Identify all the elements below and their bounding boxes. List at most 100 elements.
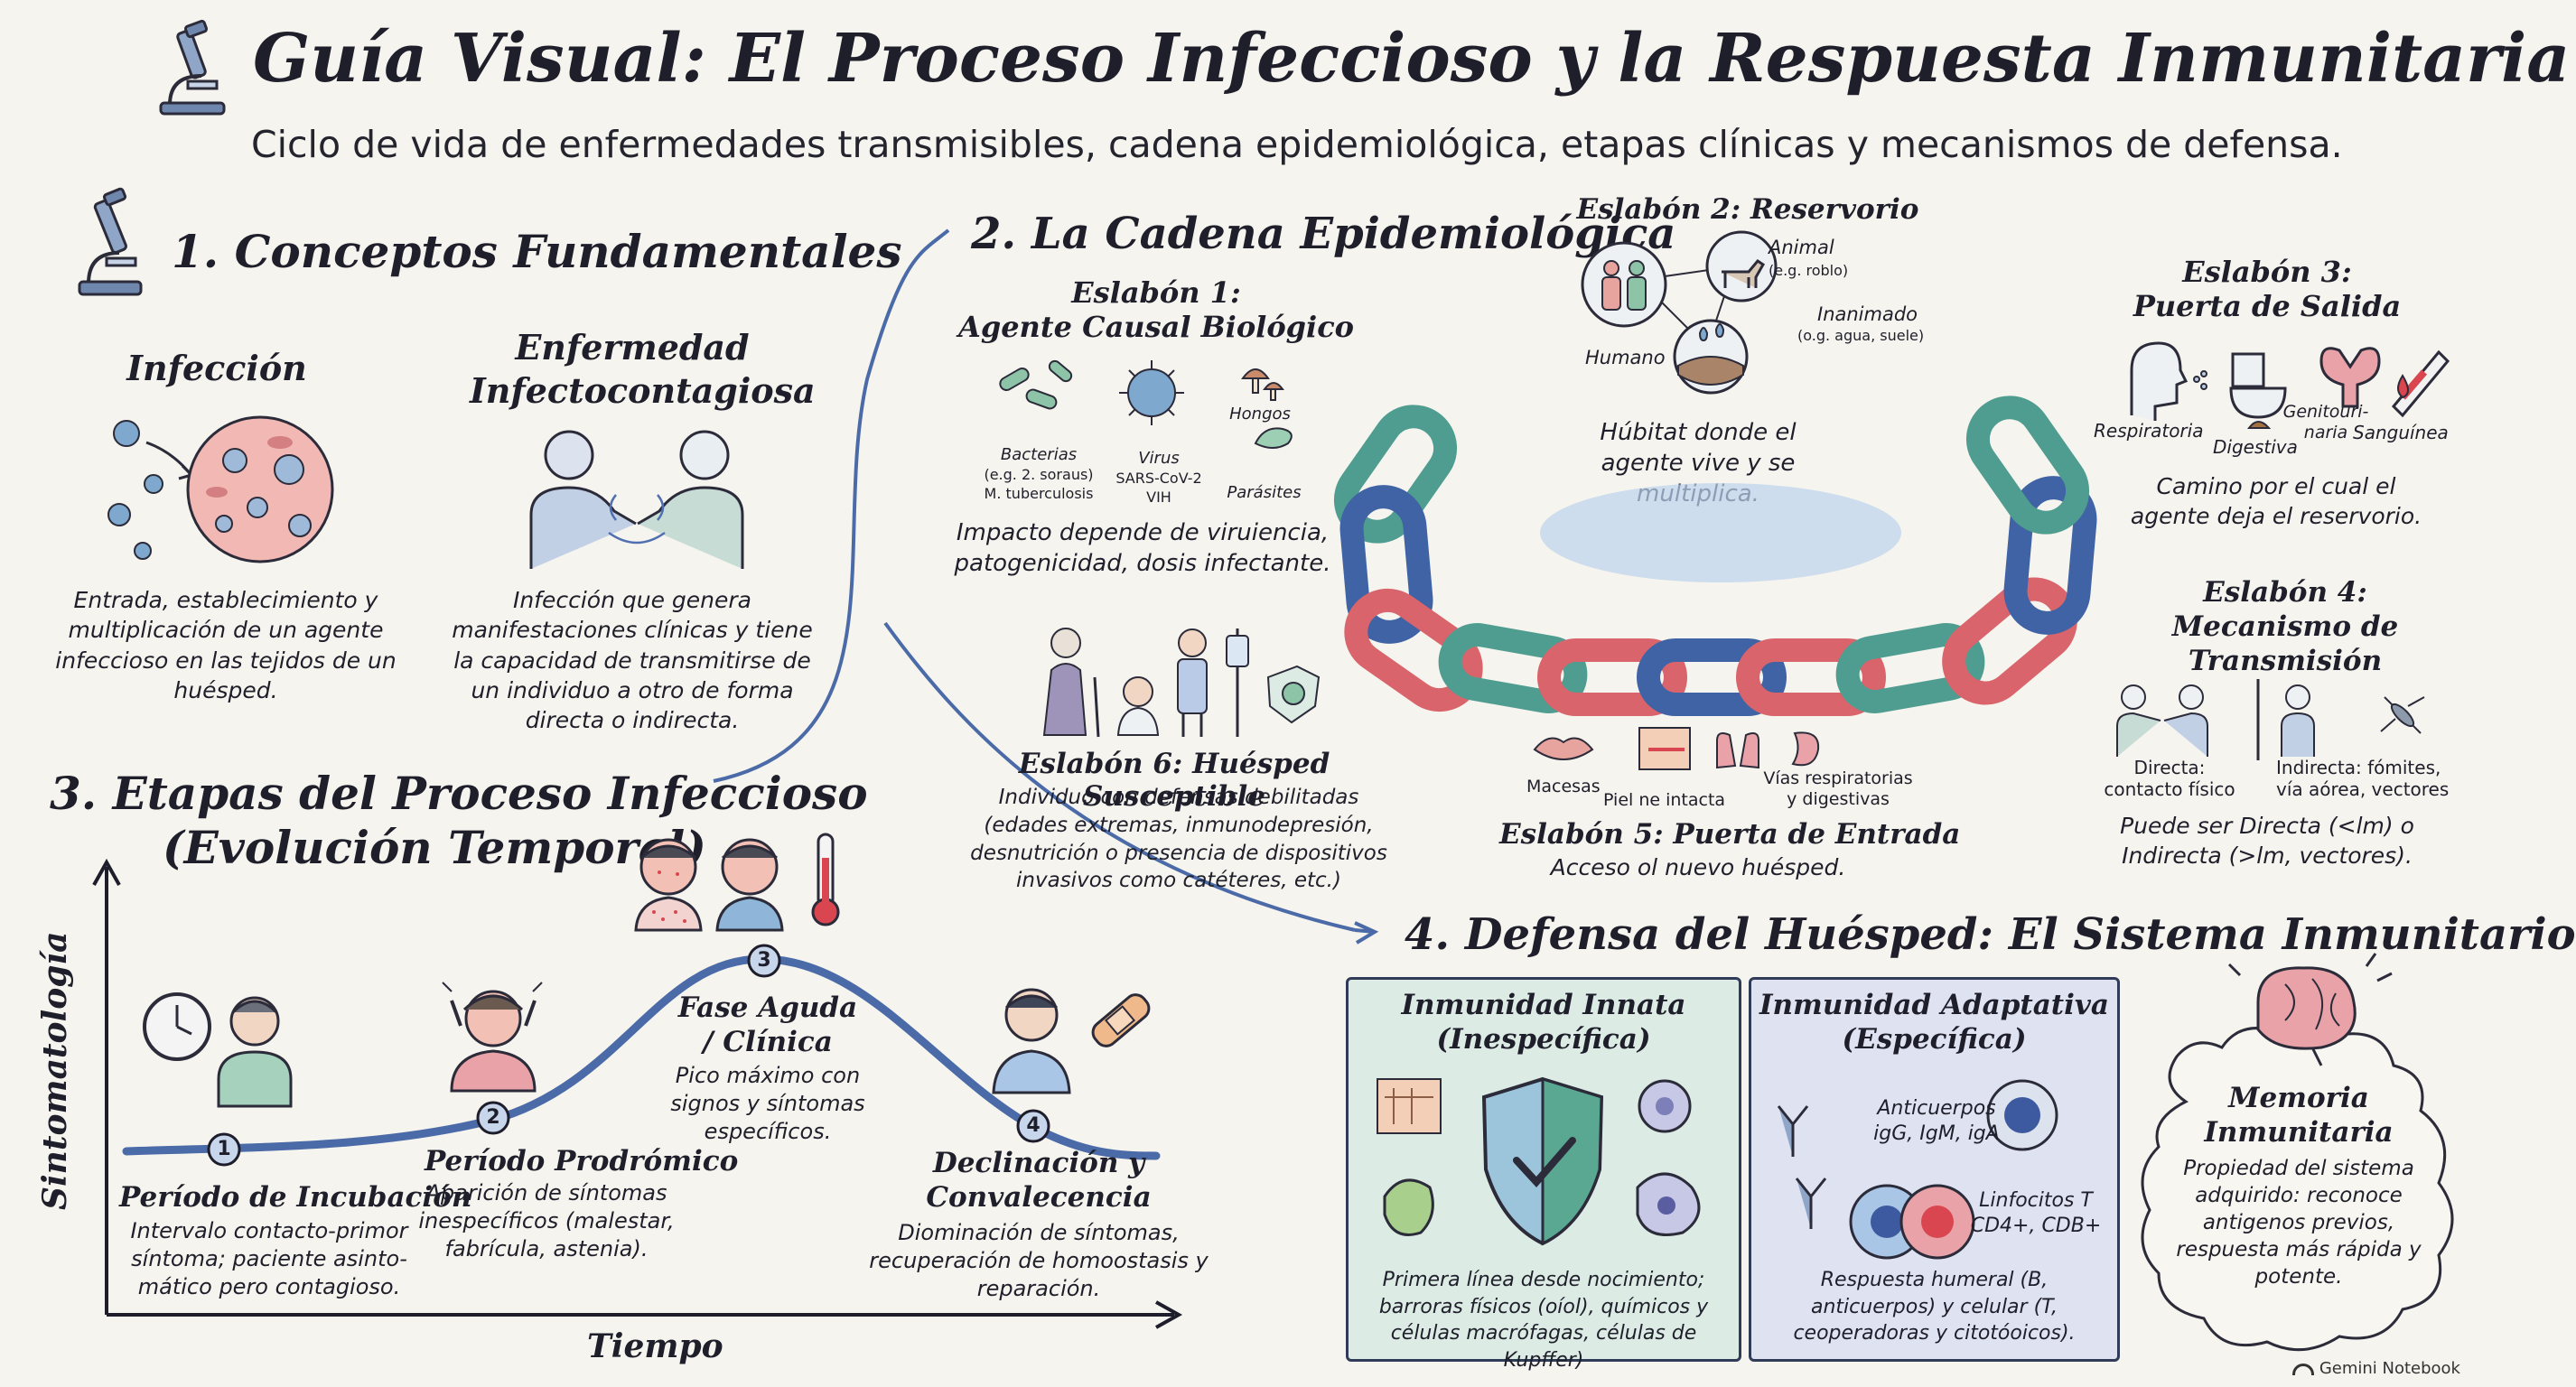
susceptible-hosts-illustration (1042, 628, 1321, 738)
stage4-number: 4 (1026, 1114, 1041, 1137)
credit-label: Gemini Notebook (2291, 1359, 2460, 1378)
pathogens-illustration (999, 359, 1293, 449)
link4-title-line1: Eslabón 4: (2203, 576, 2367, 609)
inanimado-example: (o.g. agua, suele) (1797, 327, 1925, 344)
link4-desc: Puede ser Directa (<lm) o Indirecta (>lm… (2120, 813, 2414, 869)
stage3-title-line2: / Clínica (703, 1026, 833, 1058)
infeccion-title: Infección (126, 348, 307, 388)
adaptive-title-line2: (Específica) (1842, 1023, 2027, 1056)
parasitos-label: Parásites (1227, 483, 1302, 502)
page-subtitle: Ciclo de vida de enfermedades transmisib… (251, 123, 2343, 166)
recovery-bandage-person-illustration (992, 988, 1151, 1094)
link6-desc: Individuo con defensas debilitadas (edad… (970, 786, 1387, 893)
stage1-desc: Intervalo contacto-primor síntoma; pacie… (130, 1218, 408, 1300)
section3-title-line2: (Evolución Temporal) (163, 821, 706, 874)
enfermedad-title-line2: Infectocontagiosa (470, 370, 816, 411)
humano-label: Humano (1585, 347, 1666, 368)
bacterias-example2: M. tuberculosis (984, 485, 1094, 502)
indirecta-label-line2: vía aórea, vectores (2276, 778, 2450, 800)
hongos-label: Hongos (1229, 405, 1291, 424)
link4-title-line3: Transmisión (2188, 645, 2383, 677)
link3-title-line2: Puerta de Salida (2133, 289, 2402, 323)
section1-title: 1. Conceptos Fundamentales (172, 225, 902, 278)
handshake-transmission-illustration (529, 430, 744, 569)
memory-title-line1: Memoria (2228, 1082, 2369, 1114)
infeccion-desc: Entrada, establecimiento y multiplicació… (55, 587, 397, 703)
memory-title-line2: Inmunitaria (2204, 1116, 2394, 1149)
linfocitos-example: CD4+, CDB+ (1970, 1215, 2102, 1237)
bacterias-label: Bacterias (1000, 445, 1078, 464)
stage2-number: 2 (486, 1106, 500, 1129)
stage3-number: 3 (757, 949, 771, 972)
sanguinea-label: Sanguínea (2353, 422, 2449, 443)
anticuerpos-label: Anticuerpos (1877, 1097, 1996, 1120)
vias-label-line2: y digestivas (1787, 789, 1890, 809)
section4-title: 4. Defensa del Huésped: El Sistema Inmun… (1405, 909, 2576, 960)
stage3-desc: Pico máximo con signos y síntomas especí… (670, 1063, 865, 1145)
transmission-illustration (2116, 679, 2425, 760)
section3-title-line1: 3. Etapas del Proceso Infeccioso (50, 767, 868, 820)
genitourinaria-label-line2: naria (2303, 423, 2348, 442)
reservoir-illustration (1581, 230, 1778, 395)
gemini-logo-icon (2291, 1363, 2314, 1375)
link2-title: Eslabón 2: Reservorio (1576, 193, 1919, 226)
link1-title-line2: Agente Causal Biológico (957, 310, 1355, 344)
x-axis-label: Tiempo (587, 1327, 723, 1365)
antibodies-lymphocytes-illustration (1777, 1079, 2058, 1260)
innate-title-line2: (Inespecífica) (1436, 1023, 1651, 1056)
stages-timeline-chart (92, 858, 1183, 1329)
macesas-label: Macesas (1526, 777, 1601, 796)
directa-label-line1: Directa: (2133, 757, 2206, 778)
microscope-icon (78, 187, 143, 296)
y-axis-label: Sintomatología (36, 931, 74, 1210)
flow-connector (713, 228, 1379, 945)
indirecta-label-line1: Indirecta: fómites, (2276, 757, 2441, 778)
virus-example2: VIH (1146, 489, 1171, 506)
link3-title-line1: Eslabón 3: (2182, 255, 2352, 289)
stage2-desc: Aparición de síntomas inespecíficos (mal… (418, 1180, 675, 1262)
virus-example1: SARS-CoV-2 (1115, 470, 1202, 487)
exit-routes-illustration (2130, 341, 2450, 429)
directa-label-line2: contacto físico (2104, 778, 2235, 800)
adaptive-title-line1: Inmunidad Adaptativa (1759, 989, 2109, 1021)
link4-title-line2: Mecanismo de (2171, 610, 2399, 643)
vias-label-line1: Vías respiratorias (1763, 768, 1913, 788)
stage1-title: Período de Incubación (119, 1181, 472, 1214)
stage4-title-line2: Convalecencia (926, 1181, 1152, 1214)
acute-phase-illustration (634, 833, 840, 932)
stage1-number: 1 (217, 1138, 231, 1160)
epidemiological-chain-illustration (1333, 396, 2097, 716)
inanimado-label: Inanimado (1817, 303, 1918, 325)
innate-immunity-panel: Inmunidad Innata (Inespecífica) Primera … (1346, 977, 1741, 1372)
incubation-clock-person-illustration (143, 992, 293, 1108)
linfocitos-label: Linfocitos T (1979, 1189, 2093, 1212)
bacterias-example1: (e.g. 2. soraus) (984, 466, 1094, 483)
virus-label: Virus (1138, 449, 1180, 468)
page-title: Guía Visual: El Proceso Infeccioso y la … (253, 20, 2571, 98)
section2-title: 2. La Cadena Epidemiológica (971, 209, 1676, 259)
memory-desc: Propiedad del sistema adquirido: reconoc… (2176, 1157, 2422, 1289)
stage3-title-line1: Fase Aguda (677, 991, 858, 1024)
link5-desc: Acceso ol nuevo huésped. (1550, 854, 1846, 880)
link1-title-line1: Eslabón 1: (1071, 275, 1241, 310)
adaptive-immunity-panel: Inmunidad Adaptativa (Específica) Anticu… (1749, 977, 2120, 1362)
microscope-icon (159, 19, 226, 116)
link5-title: Eslabón 5: Puerta de Entrada (1499, 818, 1961, 851)
link6-title: Eslabón 6: Huésped Susceptible (1018, 748, 1330, 813)
credit-text: Gemini Notebook (2319, 1359, 2460, 1378)
animal-label: Animal (1769, 237, 1834, 258)
stage4-desc: Diominación de síntomas, recuperación de… (869, 1220, 1209, 1302)
innate-desc: Primera línea desde nocimiento; barroras… (1378, 1269, 1709, 1373)
digestiva-label: Digestiva (2213, 436, 2298, 458)
enfermedad-title-line1: Enfermedad (515, 327, 750, 368)
piel-label: Piel ne intacta (1603, 790, 1726, 810)
shield-check-icon (1377, 1076, 1701, 1246)
stage2-title: Período Prodrómico (425, 1145, 739, 1178)
memory-brain-cloud-illustration (2141, 953, 2454, 1352)
adaptive-desc: Respuesta humeral (B, anticuerpos) y cel… (1793, 1269, 2076, 1345)
stage4-title-line1: Declinación y (932, 1147, 1145, 1179)
link1-desc: Impacto depende de viruiencia, patogenic… (954, 519, 1331, 577)
innate-title-line1: Inmunidad Innata (1401, 989, 1686, 1021)
animal-example: (e.g. roblo) (1769, 262, 1849, 279)
headache-person-illustration (442, 982, 543, 1093)
